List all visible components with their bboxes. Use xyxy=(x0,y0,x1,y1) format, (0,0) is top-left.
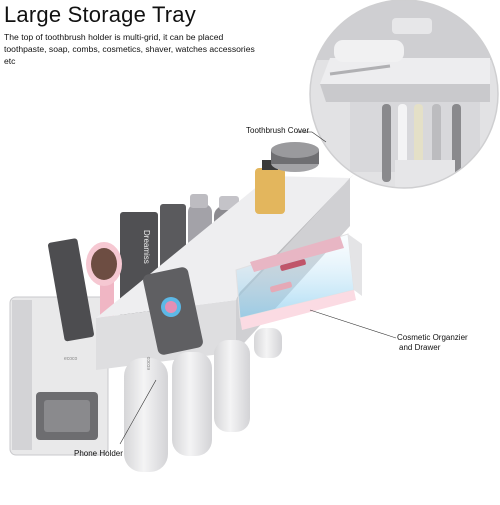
drawer-label: and Drawer xyxy=(399,343,441,352)
svg-text:ecoco: ecoco xyxy=(146,356,152,370)
comb xyxy=(86,242,122,328)
zoom-inset xyxy=(309,0,499,189)
toothbrush-cover-label: Toothbrush Cover xyxy=(246,126,310,135)
feature-description: The top of toothbrush holder is multi-gr… xyxy=(4,32,255,66)
drawer xyxy=(235,233,362,330)
leader-lines xyxy=(119,131,397,445)
page-title: Large Storage Tray xyxy=(4,2,196,27)
cups: ecoco xyxy=(124,328,282,472)
svg-text:Dreamiss: Dreamiss xyxy=(142,230,151,264)
phone-holder-label: Phone Holder xyxy=(74,449,123,458)
cosmetic-organizer-label: Cosmetic Organzier xyxy=(397,333,468,342)
svg-text:ecoco: ecoco xyxy=(64,356,78,362)
toothpaste-dispenser: ecoco xyxy=(9,296,109,456)
phone-holder xyxy=(143,267,203,355)
products-shelf xyxy=(255,142,319,214)
